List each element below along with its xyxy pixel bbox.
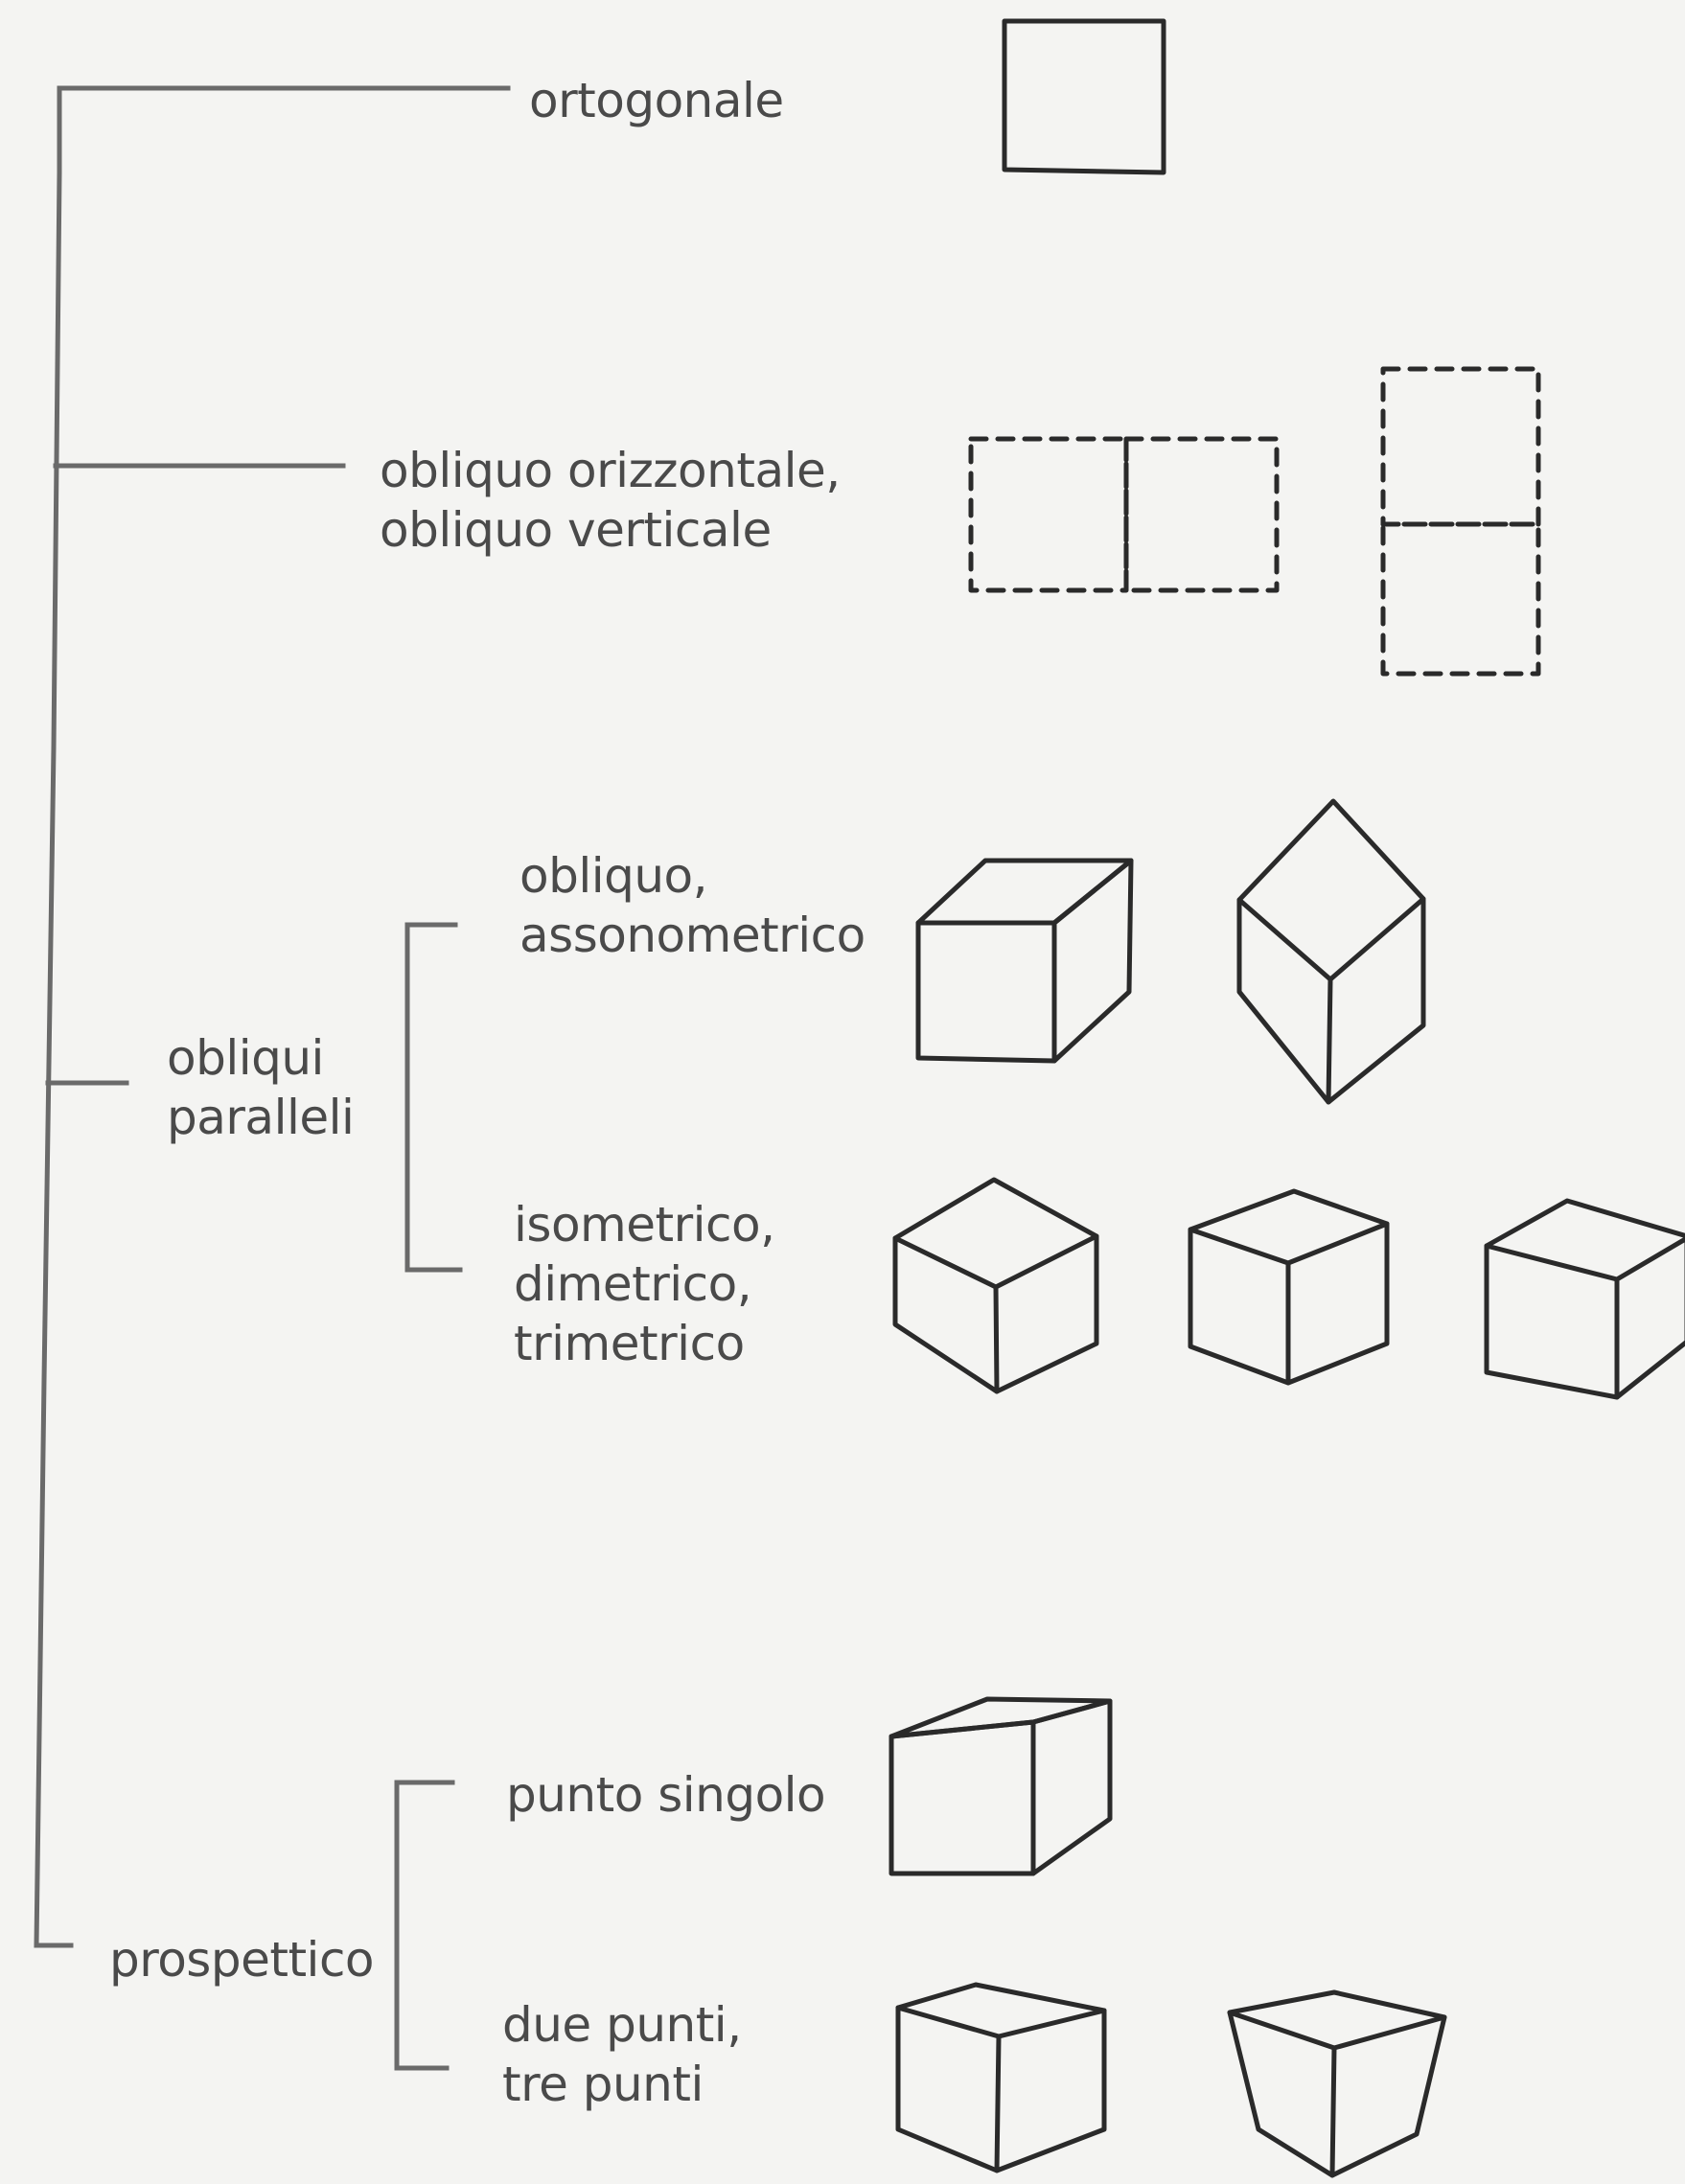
label-prospettico-line-1: prospettico <box>109 1932 375 1988</box>
three-point-outline <box>1227 1989 1447 2178</box>
label-isometrico-line-3: trimetrico <box>514 1316 745 1371</box>
single-point-top <box>889 1696 1113 1739</box>
label-ortogonale-line-1: ortogonale <box>529 73 784 128</box>
single-point-front <box>889 1719 1036 1876</box>
orthogonal-square <box>1002 18 1166 175</box>
axonometric-prism <box>1236 798 1426 1105</box>
dashed-square-top <box>1380 366 1541 527</box>
bracket-prospettico <box>394 1780 455 2071</box>
dashed-square-left <box>968 436 1129 593</box>
label-isometrico-line-2: dimetrico, <box>514 1256 752 1312</box>
single-point-cube <box>889 1696 1113 1876</box>
label-punto-singolo: punto singolo <box>506 1765 826 1825</box>
dimetric-inner-top <box>1188 1221 1390 1266</box>
trimetric-cube <box>1484 1198 1685 1400</box>
single-point-side <box>1030 1698 1113 1876</box>
oblique-cube-side <box>1051 858 1134 1064</box>
bracket-obliqui-paralleli <box>404 922 463 1273</box>
isometric-inner-top <box>892 1233 1099 1290</box>
dashed-vertical-squares <box>1380 366 1541 677</box>
tree-connectors <box>34 85 511 2071</box>
label-isometrico: isometrico, dimetrico, trimetrico <box>514 1195 775 1373</box>
trimetric-outline <box>1484 1198 1685 1400</box>
oblique-cube-top <box>915 858 1134 926</box>
label-prospettico: prospettico <box>109 1930 375 1989</box>
isometric-cube <box>892 1177 1099 1394</box>
axonometric-inner-vertical <box>1326 977 1333 1105</box>
label-due-punti-line-1: due punti, <box>502 1997 742 2053</box>
label-isometrico-line-1: isometrico, <box>514 1197 775 1253</box>
label-obliquo-assonometrico: obliquo, assonometrico <box>519 846 866 965</box>
two-point-inner-top <box>895 2005 1107 2039</box>
label-assono-line-2: assonometrico <box>519 908 866 963</box>
label-due-punti: due punti, tre punti <box>502 1995 742 2114</box>
dashed-horizontal-squares <box>968 436 1280 593</box>
three-point-inner-vertical <box>1329 2045 1337 2178</box>
label-paralleli-line-2: paralleli <box>167 1090 355 1145</box>
projection-drawings <box>889 18 1685 2178</box>
axonometric-inner-top <box>1236 896 1426 982</box>
label-obliqui-paralleli: obliqui paralleli <box>167 1028 355 1147</box>
oblique-cube-front <box>915 920 1057 1064</box>
trimetric-inner-top <box>1484 1236 1685 1282</box>
two-point-cube <box>895 1982 1107 2173</box>
dashed-square-bottom <box>1380 521 1541 677</box>
three-point-inner-top <box>1227 2010 1447 2051</box>
two-point-inner-vertical <box>994 2034 1002 2173</box>
label-punto-singolo-line-1: punto singolo <box>506 1767 826 1823</box>
label-assono-line-1: obliquo, <box>519 848 708 904</box>
dashed-square-right <box>1123 436 1280 593</box>
label-obliquo-line-2: obliquo verticale <box>380 502 772 558</box>
isometric-inner-vertical <box>993 1284 1000 1394</box>
label-ortogonale: ortogonale <box>529 71 784 130</box>
oblique-cube <box>915 858 1134 1064</box>
two-point-outline <box>895 1982 1107 2173</box>
label-obliquo-orizzontale: obliquo orizzontale, obliquo verticale <box>380 441 841 560</box>
tree-main-trunk <box>34 85 62 1948</box>
label-paralleli-line-1: obliqui <box>167 1030 324 1086</box>
three-point-cube <box>1227 1989 1447 2178</box>
label-due-punti-line-2: tre punti <box>502 2057 704 2112</box>
label-obliquo-line-1: obliquo orizzontale, <box>380 443 841 498</box>
dimetric-cube <box>1188 1188 1390 1386</box>
